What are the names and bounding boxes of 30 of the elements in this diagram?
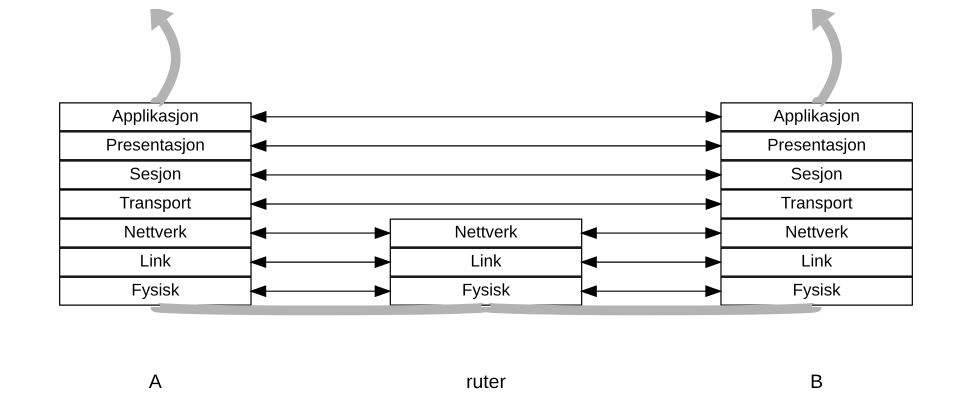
node-box: Link: [720, 247, 912, 276]
node-box: Link: [389, 247, 582, 276]
label: A: [148, 370, 162, 392]
node-box: Nettverk: [720, 218, 912, 248]
node-box: Nettverk: [58, 218, 252, 248]
arrow: [248, 168, 722, 180]
node-box: Applikasjon: [58, 102, 252, 131]
node-box: Sesjon: [720, 160, 912, 189]
arrow: [248, 198, 722, 210]
arrow: [579, 226, 722, 238]
node-box: Presentasjon: [58, 130, 252, 160]
node-box: Applikasjon: [720, 102, 912, 131]
arrow: [248, 256, 392, 268]
node-box: Transport: [58, 188, 252, 218]
arrow: [579, 284, 722, 297]
node-box: Fysisk: [720, 276, 912, 306]
label: B: [810, 370, 823, 392]
arrow: [248, 110, 722, 122]
node-box: Transport: [720, 188, 912, 218]
arrow: [248, 226, 392, 238]
node-box: Fysisk: [58, 276, 252, 306]
arrow: [579, 256, 722, 268]
label: ruter: [466, 370, 506, 392]
node-box: Presentasjon: [720, 130, 912, 160]
node-box: Nettverk: [389, 218, 582, 248]
node-box: Fysisk: [389, 276, 582, 306]
arrow: [248, 284, 392, 297]
node-box: Link: [58, 247, 252, 276]
arrow: [248, 139, 722, 152]
node-box: Sesjon: [58, 160, 252, 189]
